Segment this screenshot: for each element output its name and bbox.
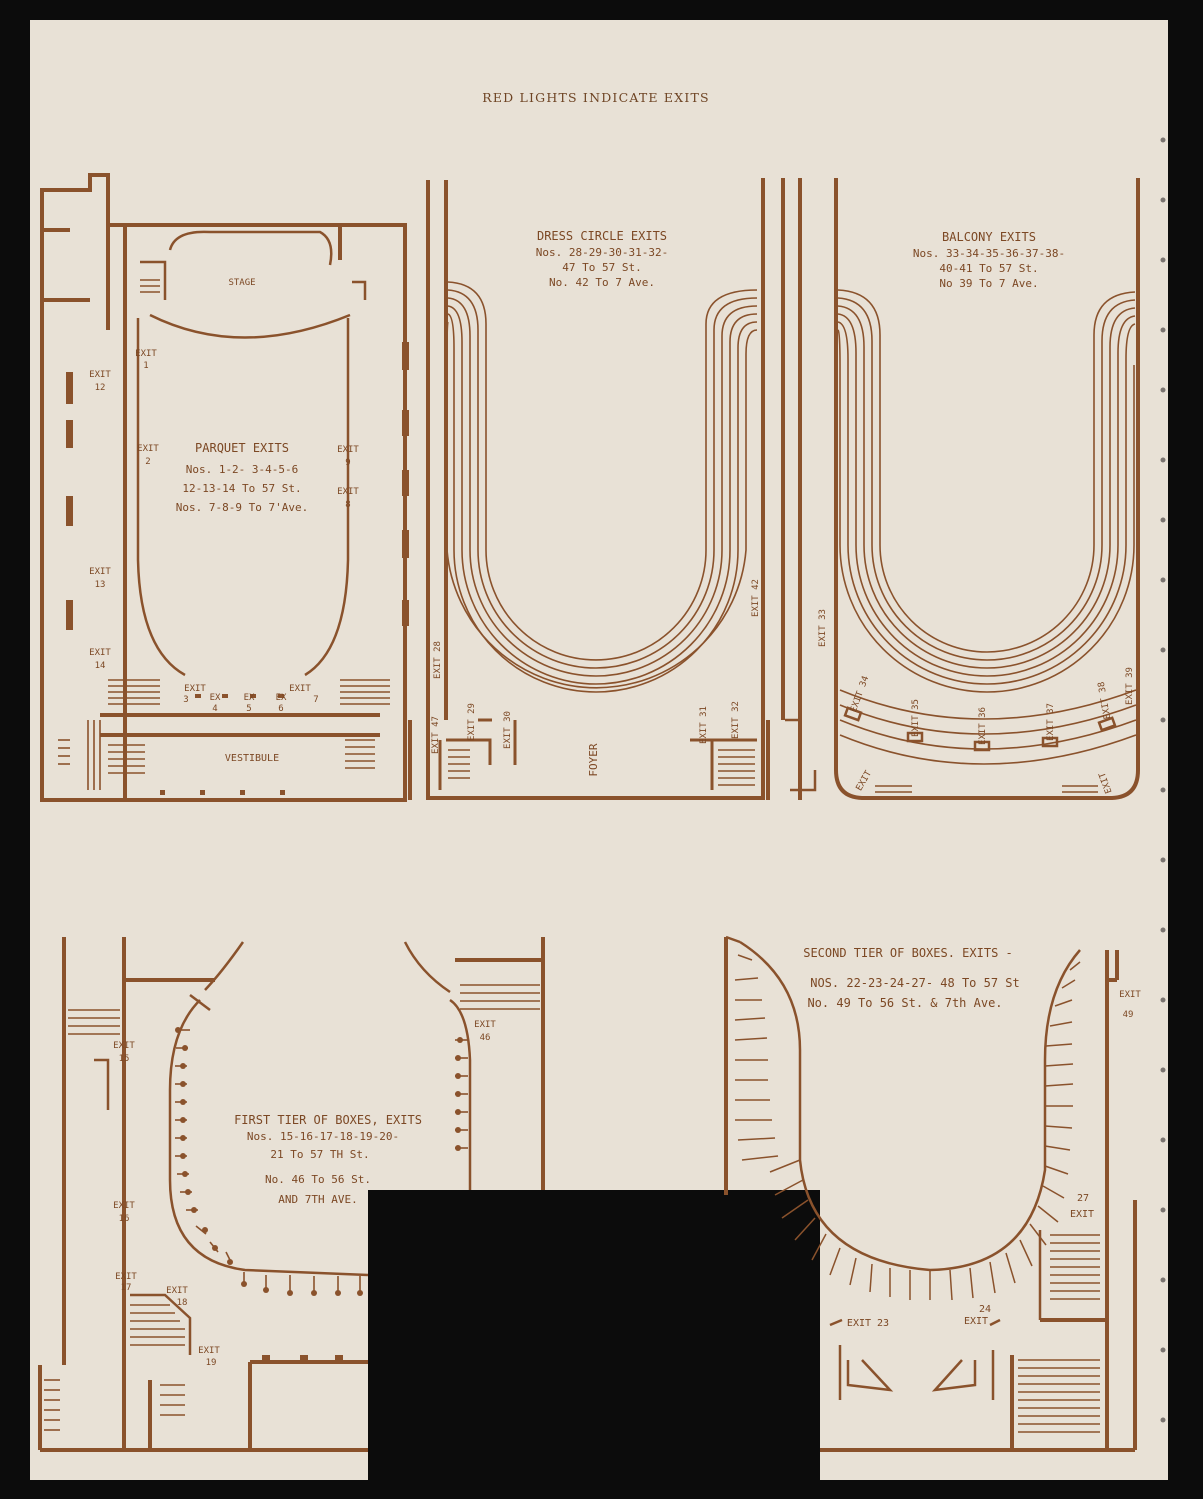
exit-5-number: 5 (246, 704, 251, 714)
exit-35-label: EXIT 35 (911, 699, 921, 737)
exit-39-label: EXIT 39 (1125, 667, 1135, 705)
parquet-line-3: Nos. 7-8-9 To 7'Ave. (176, 501, 308, 514)
second-tier-plan: SECOND TIER OF BOXES. EXITS - NOS. 22-23… (724, 935, 1141, 1452)
first-tier-plan: FIRST TIER OF BOXES, EXITS Nos. 15-16-17… (38, 937, 545, 1452)
exit-13-number: 13 (95, 580, 106, 590)
first-tier-line-4: AND 7TH AVE. (278, 1193, 357, 1206)
exit-6-label: EX (276, 693, 287, 703)
vestibule-label: VESTIBULE (225, 753, 279, 764)
exit-12-number: 12 (95, 383, 106, 393)
second-tier-line-1: NOS. 22-23-24-27- 48 To 57 St (810, 976, 1020, 990)
exit-8-label: EXIT (337, 487, 359, 497)
exit-37-label: EXIT 37 (1046, 703, 1056, 741)
exit-15-number: 15 (119, 1054, 130, 1064)
exit-18-label: EXIT (166, 1286, 188, 1296)
exit-7-number: 7 (313, 695, 318, 705)
exit-27-label: EXIT (1070, 1209, 1094, 1220)
exit-3-label: EXIT (184, 684, 206, 694)
exit-9-label: EXIT (337, 445, 359, 455)
exit-2-label: EXIT (137, 444, 159, 454)
exit-36-label: EXIT 36 (978, 707, 988, 745)
exit-19-label: EXIT (198, 1346, 220, 1356)
exit-42-label: EXIT 42 (751, 579, 761, 617)
balcony-line-3: No 39 To 7 Ave. (939, 277, 1038, 290)
exit-27-number: 27 (1077, 1193, 1089, 1204)
parquet-title: PARQUET EXITS (195, 441, 289, 455)
exit-30-label: EXIT 30 (503, 711, 513, 749)
exit-24-label: EXIT (964, 1316, 988, 1327)
balcony-line-1: Nos. 33-34-35-36-37-38- (913, 247, 1065, 260)
dress-circle-plan: DRESS CIRCLE EXITS Nos. 28-29-30-31-32- … (408, 178, 765, 800)
exit-46-label: EXIT (474, 1020, 496, 1030)
exit-17-number: 17 (121, 1283, 132, 1293)
exit-5-label: EX (244, 693, 255, 703)
exit-49-number: 49 (1123, 1010, 1134, 1020)
second-tier-title: SECOND TIER OF BOXES. EXITS - (803, 946, 1013, 960)
exit-7-label: EXIT (289, 684, 311, 694)
exit-8-number: 8 (345, 500, 350, 510)
exit-18-number: 18 (177, 1298, 188, 1308)
exit-3-number: 3 (183, 695, 188, 705)
dress-circle-title: DRESS CIRCLE EXITS (537, 229, 667, 243)
exit-12-label: EXIT (89, 370, 111, 380)
exit-19-number: 19 (206, 1358, 217, 1368)
exit-4-label: EX (210, 693, 221, 703)
balcony-line-2: 40-41 To 57 St. (939, 262, 1038, 275)
exit-24-number: 24 (979, 1304, 991, 1315)
exit-15-label: EXIT (113, 1041, 135, 1051)
first-tier-title: FIRST TIER OF BOXES, EXITS (234, 1113, 422, 1127)
exit-49-label: EXIT (1119, 990, 1141, 1000)
exit-46-number: 46 (480, 1033, 491, 1043)
binding-holes (1160, 137, 1166, 1423)
exit-29-label: EXIT 29 (467, 703, 477, 741)
exit-9-number: 9 (345, 458, 350, 468)
first-tier-line-2: 21 To 57 TH St. (270, 1148, 369, 1161)
paper-sheet (30, 20, 1168, 1480)
exit-16-number: 16 (119, 1214, 130, 1224)
exit-47-label: EXIT 47 (431, 716, 441, 754)
exit-14-label: EXIT (89, 648, 111, 658)
exit-31-label: EXIT 31 (699, 706, 709, 744)
foyer-label: FOYER (587, 743, 600, 776)
parquet-plan: STAGE VESTIBULE PARQUET EXITS Nos. 1-2- … (40, 173, 409, 802)
exit-16-label: EXIT (113, 1201, 135, 1211)
exit-32-label: EXIT 32 (731, 701, 741, 739)
exit-23-label: EXIT 23 (847, 1318, 889, 1329)
exit-33-label: EXIT 33 (818, 609, 828, 647)
exit-1-number: 1 (143, 361, 148, 371)
second-tier-line-2: No. 49 To 56 St. & 7th Ave. (807, 996, 1002, 1010)
dress-circle-line-2: 47 To 57 St. (562, 261, 641, 274)
exit-1-label: EXIT (135, 349, 157, 359)
exit-2-number: 2 (145, 457, 150, 467)
exit-14-number: 14 (95, 661, 106, 671)
exit-6-number: 6 (278, 704, 283, 714)
stage-label: STAGE (228, 278, 255, 288)
first-tier-line-1: Nos. 15-16-17-18-19-20- (247, 1130, 399, 1143)
parquet-line-1: Nos. 1-2- 3-4-5-6 (186, 463, 299, 476)
dress-circle-line-1: Nos. 28-29-30-31-32- (536, 246, 668, 259)
exit-17-label: EXIT (115, 1272, 137, 1282)
exit-13-label: EXIT (89, 567, 111, 577)
page-title: RED LIGHTS INDICATE EXITS (482, 90, 710, 105)
exit-4-number: 4 (212, 704, 217, 714)
balcony-title: BALCONY EXITS (942, 230, 1036, 244)
first-tier-line-3: No. 46 To 56 St. (265, 1173, 371, 1186)
exit-28-label: EXIT 28 (433, 641, 443, 679)
dress-circle-line-3: No. 42 To 7 Ave. (549, 276, 655, 289)
parquet-line-2: 12-13-14 To 57 St. (182, 482, 301, 495)
